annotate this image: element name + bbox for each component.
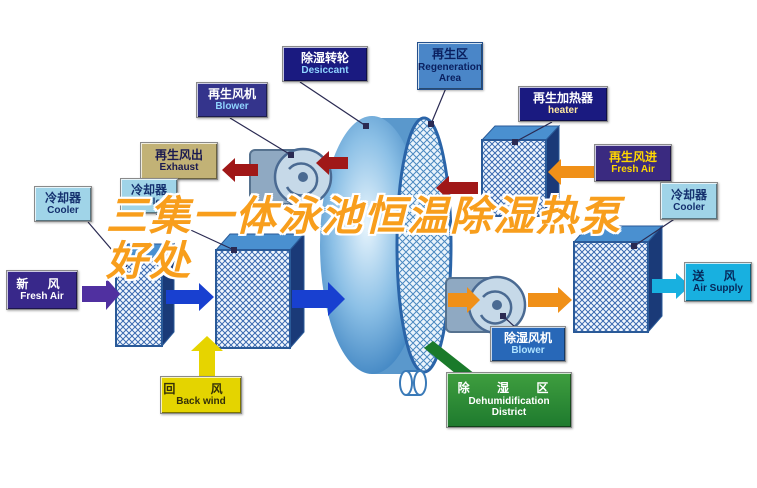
heater-coil	[480, 124, 561, 218]
regen-blower-en: Blower	[215, 101, 249, 113]
watermark-title: 三集一体泳池恒温除湿热泵 好处	[106, 193, 622, 285]
label-cooler-mid: 冷却器 Cooler	[120, 178, 178, 214]
label-regeneration-area: 再生区 Regeneration Area	[417, 42, 483, 90]
label-regen-fresh-air: 再生风进 Fresh Air	[594, 144, 672, 182]
dehum-blower-en: Blower	[511, 345, 545, 357]
label-regen-blower: 再生风机 Blower	[196, 82, 268, 118]
label-cooler-right: 冷却器 Cooler	[660, 182, 718, 220]
arrow-to-fan	[448, 287, 480, 313]
wheel-axle	[399, 370, 427, 396]
arrow-fresh-air	[82, 278, 120, 310]
cooler-left-zh: 冷却器	[44, 190, 81, 205]
label-cooler-left: 冷却器 Cooler	[34, 186, 92, 222]
label-desiccant-wheel: 除湿转轮 Desiccant	[282, 46, 368, 82]
fresh-air-in-en: Fresh Air	[20, 291, 64, 303]
label-air-supply: 送 风 Air Supply	[684, 262, 752, 302]
air-supply-en: Air Supply	[692, 283, 743, 295]
label-regen-heater: 再生加热器 heater	[518, 86, 608, 122]
regen-fresh-air-en: Fresh Air	[611, 164, 655, 176]
desiccant-wheel-en: Desiccant	[301, 65, 349, 77]
label-dehum-blower: 除湿风机 Blower	[490, 326, 566, 362]
cooler-right-zh: 冷却器	[670, 187, 707, 202]
regeneration-area-zh: 再生区	[431, 47, 468, 62]
label-exhaust: 再生风出 Exhaust	[140, 142, 218, 180]
arrow-to-cooler	[528, 287, 572, 313]
coil-center	[214, 232, 306, 350]
label-dehum-district: 除 湿 区 Dehumidification District	[446, 372, 572, 428]
watermark-line2: 好处	[106, 238, 192, 285]
regeneration-area-en: Regeneration Area	[418, 61, 482, 84]
arrow-back-wind	[191, 336, 223, 380]
exhaust-zh: 再生风出	[154, 147, 203, 162]
arrow-air-supply	[652, 273, 690, 299]
cooler-left-en: Cooler	[47, 205, 79, 217]
dehum-blower-zh: 除湿风机	[503, 330, 552, 345]
flow-arrows	[82, 151, 690, 380]
desiccant-wheel-graphic	[320, 116, 453, 374]
arrow-regen-2	[436, 176, 478, 200]
label-fresh-air-in: 新 风 Fresh Air	[6, 270, 78, 310]
air-supply-zh: 送 风	[692, 268, 744, 283]
exhaust-en: Exhaust	[159, 162, 199, 174]
regen-heater-zh: 再生加热器	[532, 90, 593, 105]
fresh-air-in-zh: 新 风	[16, 276, 68, 291]
coil-right	[572, 224, 664, 334]
back-wind-en: Back wind	[176, 396, 226, 408]
regen-blower-zh: 再生风机	[207, 86, 256, 101]
label-back-wind: 回 风 Back wind	[160, 376, 242, 414]
dehum-district-zh: 除 湿 区	[457, 381, 561, 396]
dehum-district-en: Dehumidification District	[468, 395, 550, 418]
regen-heater-en: heater	[547, 105, 578, 117]
arrow-exhaust	[222, 158, 258, 182]
watermark-line1: 三集一体泳池恒温除湿热泵	[106, 193, 622, 239]
cooler-mid-zh: 冷却器	[130, 182, 167, 197]
leader-lines	[87, 81, 677, 329]
arrow-mix-2	[292, 282, 345, 316]
arrow-regen-in	[548, 159, 602, 185]
cooler-mid-en: Cooler	[133, 197, 165, 209]
regen-fresh-air-zh: 再生风进	[608, 149, 657, 164]
desiccant-wheel-zh: 除湿转轮	[300, 50, 349, 65]
back-wind-zh: 回 风	[163, 381, 239, 396]
cooler-right-en: Cooler	[673, 202, 705, 214]
arrow-mix-1	[166, 283, 214, 311]
arrow-regen-1	[316, 151, 348, 175]
